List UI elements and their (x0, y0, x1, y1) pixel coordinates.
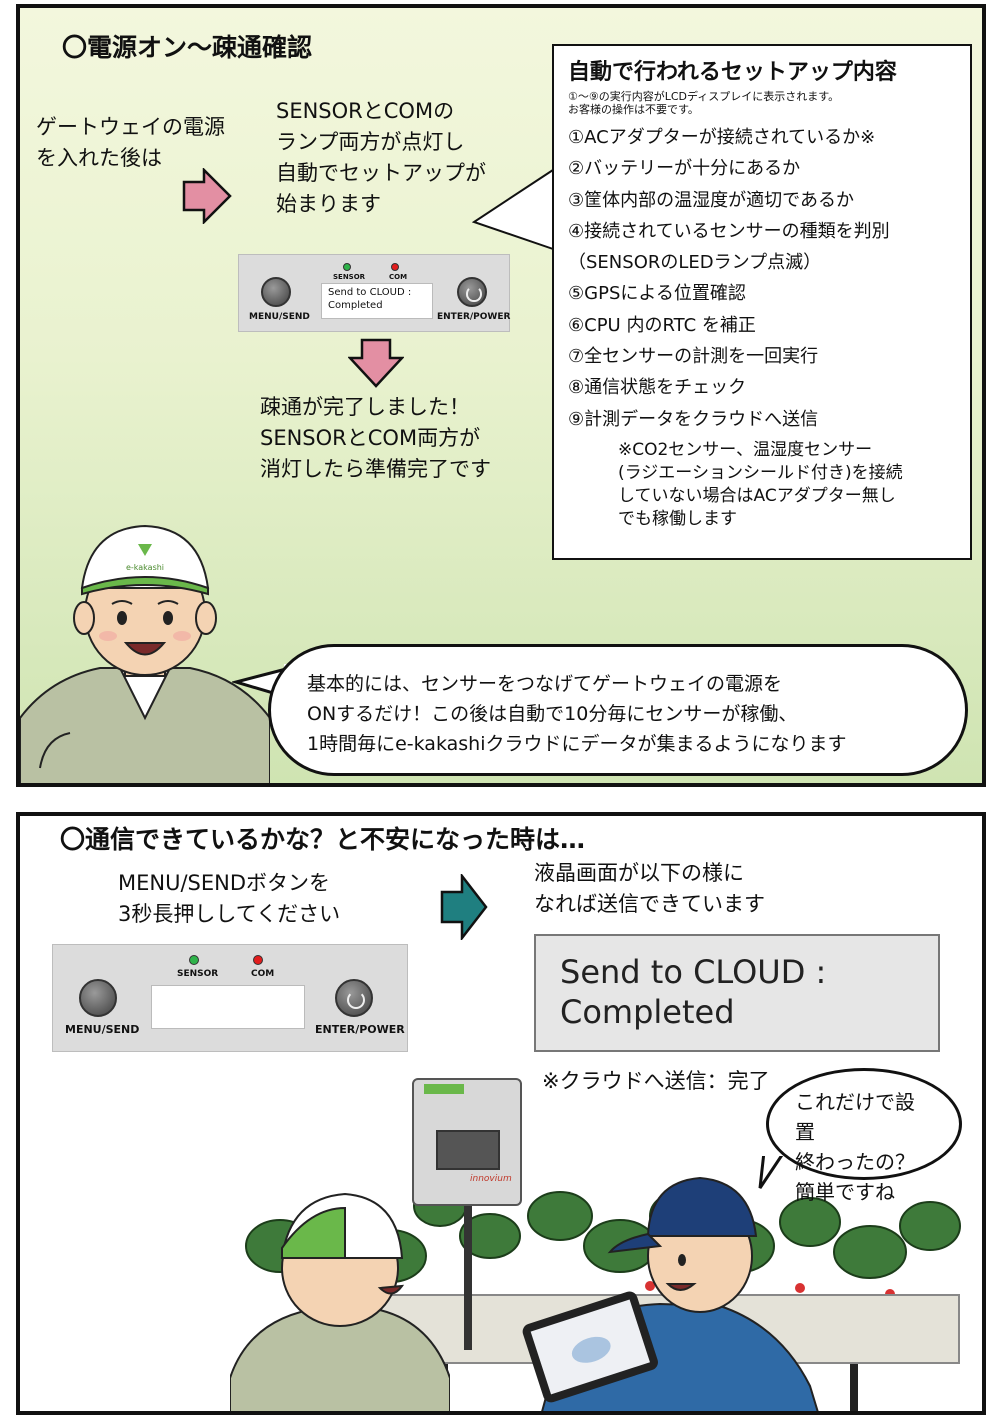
planter-leg (850, 1364, 858, 1411)
enter-power-label: ENTER/POWER (315, 1023, 405, 1036)
speech-bubble-simple: これだけで設置 終わったの？ 簡単ですね (766, 1068, 962, 1204)
enter-power-button[interactable] (457, 277, 487, 307)
setup-step: ③筐体内部の温湿度が適切であるか (568, 189, 854, 211)
instruction-text: MENU/SENDボタンを 3秒長押ししてください (118, 871, 341, 926)
setup-step: ①ACアダプターが接続されているか※ (568, 127, 876, 148)
setup-step: （SENSORのLEDランプ点滅） (568, 252, 822, 274)
gateway-device: innovium (412, 1078, 522, 1206)
arrow-right-icon (182, 168, 232, 224)
worker-green-cap-back-illustration (230, 1192, 450, 1411)
arrow-right-teal-icon (440, 874, 488, 940)
panel-power-on: 〇電源オン～疎通確認 ゲートウェイの電源 を入れた後は SENSORとCOMの … (16, 4, 986, 787)
setup-step: ⑧通信状態をチェック (568, 377, 747, 399)
intro-left-text: ゲートウェイの電源 を入れた後は (36, 115, 225, 170)
menu-send-button[interactable] (261, 277, 291, 307)
enter-power-button[interactable] (335, 979, 373, 1017)
panel-check-connection: 〇通信できているかな？と不安になった時は… MENU/SENDボタンを 3秒長押… (16, 812, 986, 1415)
gateway-front-panel: MENU/SEND SENSOR COM Send to CLOUD : Com… (238, 254, 510, 332)
com-led-icon (253, 955, 263, 965)
sensor-label: SENSOR (333, 273, 366, 281)
gateway-pole (464, 1200, 472, 1350)
worker-green-cap-illustration: e-kakashi (20, 524, 270, 783)
done-text: 疎通が完了しました！ SENSORとCOM両方が 消灯したら準備完了です (260, 395, 491, 481)
result-text: 液晶画面が以下の様に なれば送信できています (534, 861, 765, 916)
setup-contents-box: 自動で行われるセットアップ内容 ①～⑨の実行内容がLCDディスプレイに表示されま… (552, 44, 972, 560)
panel2-title: 〇通信できているかな？と不安になった時は… (60, 825, 586, 854)
device-lcd-screen: Send to CLOUD : Completed (321, 283, 433, 319)
setup-step: ⑤GPSによる位置確認 (568, 283, 746, 305)
gateway-brand: innovium (470, 1174, 512, 1184)
arrow-down-icon (348, 338, 404, 388)
setup-step: ⑥CPU 内のRTC を補正 (568, 314, 756, 336)
device-lcd-screen-blank (151, 985, 305, 1029)
gateway-front-panel-large: MENU/SEND SENSOR COM ENTER/POWER (52, 944, 408, 1052)
com-label: COM (251, 969, 275, 979)
setup-step: ②バッテリーが十分にあるか (568, 158, 801, 180)
intro-right-text: SENSORとCOMの ランプ両方が点灯し 自動でセットアップが 始まります (276, 99, 486, 216)
gateway-screen (436, 1130, 500, 1170)
worker-navy-cap-illustration (522, 1176, 819, 1411)
cap-logo-text: e-kakashi (126, 563, 164, 572)
sensor-led-icon (343, 263, 351, 271)
setup-step: ④接続されているセンサーの種類を判別 (568, 220, 890, 242)
sensor-led-icon (189, 955, 199, 965)
menu-send-label: MENU/SEND (249, 312, 310, 322)
enter-power-label: ENTER/POWER (437, 312, 511, 322)
setup-box-tail (472, 164, 556, 254)
menu-send-button[interactable] (79, 979, 117, 1017)
lcd-display-enlarged: Send to CLOUD : Completed (534, 934, 940, 1052)
gateway-logo-icon (424, 1084, 464, 1094)
setup-step: ⑦全センサーの計測を一回実行 (568, 346, 819, 368)
setup-box-title: 自動で行われるセットアップ内容 (568, 60, 897, 85)
com-led-icon (391, 263, 399, 271)
setup-footnote: ※CO2センサー、温湿度センサー (ラジエーションシールド付き)を接続 していな… (618, 439, 903, 529)
menu-send-label: MENU/SEND (65, 1023, 140, 1036)
com-label: COM (389, 273, 408, 281)
panel1-title: 〇電源オン～疎通確認 (62, 33, 313, 62)
setup-step: ⑨計測データをクラウドへ送信 (568, 408, 819, 430)
speech-tail (758, 1150, 788, 1189)
lcd-note: ※クラウドへ送信：完了 (542, 1069, 770, 1093)
sensor-label: SENSOR (177, 969, 219, 979)
speech-bubble-basic: 基本的には、センサーをつなげてゲートウェイの電源を ONするだけ！この後は自動で… (268, 644, 968, 776)
setup-box-note: ①～⑨の実行内容がLCDディスプレイに表示されます。 お客様の操作は不要です。 (568, 90, 840, 116)
